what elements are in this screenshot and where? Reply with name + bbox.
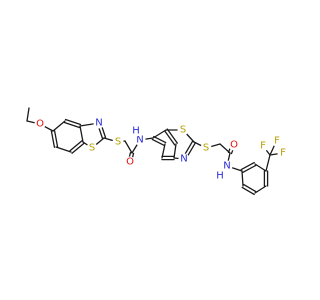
atom-S2-label: S xyxy=(115,137,121,148)
atom-bg-O1 xyxy=(34,118,46,130)
atom-H2-label: H xyxy=(216,171,224,182)
bond-a2-a3 xyxy=(55,146,72,153)
atom-N3-label: N xyxy=(180,154,187,165)
atom-S4-label: S xyxy=(203,143,209,154)
bond-a1-a2 xyxy=(53,130,59,148)
atom-S1-label: S xyxy=(89,143,95,154)
atom-bg-N4 xyxy=(221,160,233,172)
bond-p6-p1 xyxy=(241,170,244,187)
bond-b2-b3 xyxy=(161,143,166,159)
atom-O2-label: O xyxy=(126,157,134,168)
atom-bg-S4 xyxy=(200,142,212,154)
bond-a3-a4 xyxy=(71,142,85,154)
bond-p1-p2 xyxy=(242,164,257,174)
bond-b1-b2 xyxy=(153,135,167,144)
atom-F3-label: F xyxy=(274,136,280,147)
atom-S3-label: S xyxy=(180,125,186,136)
atom-bg-O3 xyxy=(228,139,240,151)
bond-a5-a6 xyxy=(64,118,82,126)
atom-N1-label: N xyxy=(95,118,102,129)
bond-layer xyxy=(26,107,284,196)
atom-bg-N3 xyxy=(178,153,190,165)
atom-bg-S1 xyxy=(86,142,98,154)
bond-p5-p6 xyxy=(243,183,257,193)
bond-a1-a2 xyxy=(50,130,56,148)
atom-bg-O2 xyxy=(124,156,136,168)
atom-F2-label: F xyxy=(280,148,286,159)
atom-bg-F1 xyxy=(257,140,269,152)
bond-b5-b6 xyxy=(164,130,176,146)
bond-p5-p6 xyxy=(241,186,255,196)
atom-H1-label: H xyxy=(132,126,140,137)
atom-bg-H2 xyxy=(214,170,226,182)
atom-bg-F2 xyxy=(277,147,289,159)
atom-bg-F3 xyxy=(271,135,283,147)
bond-b5-b6 xyxy=(166,128,178,144)
atom-bg-S3 xyxy=(177,124,189,136)
atom-N2-label: N xyxy=(136,135,143,146)
bond-CH3-CH2 xyxy=(26,107,30,122)
bond-b6-b1 xyxy=(152,129,167,139)
atom-O1-label: O xyxy=(36,119,44,130)
bond-p2-p3 xyxy=(254,163,267,172)
atom-F1-label: F xyxy=(260,141,266,152)
atom-O3-label: O xyxy=(230,140,238,151)
bond-p1-p2 xyxy=(240,161,255,171)
bond-b4-b5 xyxy=(173,143,177,159)
bond-p4-p5 xyxy=(254,185,267,194)
bond-a4-a5 xyxy=(79,125,84,143)
atom-bg-H1 xyxy=(130,125,142,137)
atom-bg-S2 xyxy=(112,136,124,148)
atom-bg-N1 xyxy=(93,117,105,129)
bond-p3-CF3 xyxy=(265,154,271,172)
atom-bg-N2 xyxy=(134,134,146,146)
bond-a5-a6 xyxy=(63,121,81,129)
atom-N4-label: N xyxy=(223,161,230,172)
bond-CL1-Ccarb1 xyxy=(124,140,133,154)
bond-a3-a4 xyxy=(69,140,83,152)
bond-b1-b2 xyxy=(151,138,165,147)
bond-a6-a1 xyxy=(52,120,66,132)
